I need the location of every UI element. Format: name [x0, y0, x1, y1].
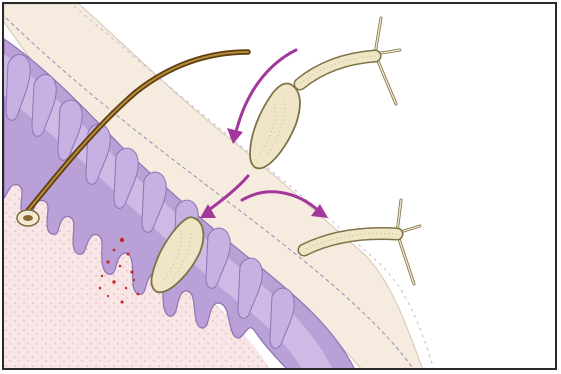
- schistosome-skin-penetration-diagram: [4, 4, 557, 370]
- figure-frame: [2, 2, 557, 370]
- cercaria-icon: [250, 18, 400, 168]
